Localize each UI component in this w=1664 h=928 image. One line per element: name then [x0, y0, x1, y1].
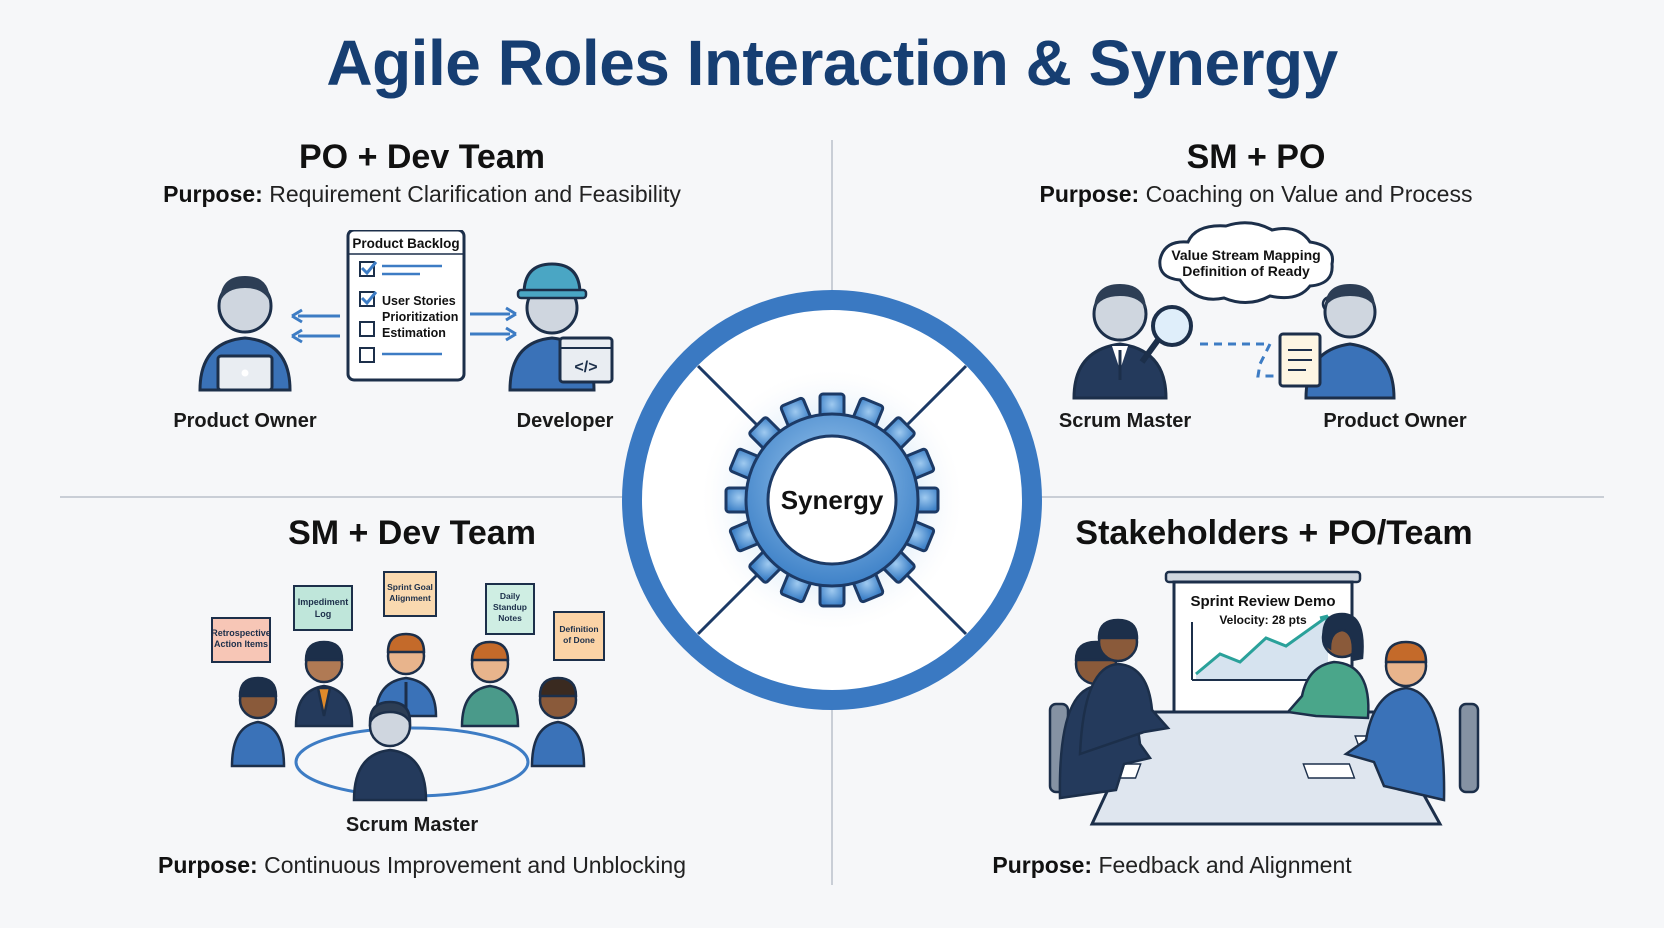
svg-text:Standup: Standup: [493, 602, 527, 612]
svg-text:Daily: Daily: [500, 591, 521, 601]
po-dev-illustration: Product Backlog User Stories Prioritizat…: [198, 230, 614, 392]
svg-text:Notes: Notes: [498, 613, 522, 623]
developer-figure: </>: [508, 262, 614, 392]
product-owner-figure: [198, 276, 292, 392]
svg-text:Definition: Definition: [559, 624, 598, 634]
screen-subtitle: Velocity: 28 pts: [1219, 613, 1307, 627]
svg-text:Retrospective: Retrospective: [211, 628, 271, 638]
po-dev-left-role: Product Owner: [173, 410, 317, 432]
sm-dev-center-role: Scrum Master: [345, 814, 479, 836]
exchange-arrows: [291, 306, 517, 344]
backlog-item-user-stories: User Stories: [382, 294, 456, 308]
svg-text:Action Items: Action Items: [214, 639, 268, 649]
presentation-screen: Sprint Review Demo Velocity: 28 pts: [1164, 570, 1362, 733]
po-dev-right-role: Developer: [516, 410, 614, 432]
team-member-right: [530, 676, 586, 768]
page-title: Agile Roles Interaction & Synergy: [326, 27, 1338, 99]
synergy-label: Synergy: [781, 485, 884, 515]
note-sprint-goal: Sprint Goal Alignment: [383, 571, 437, 617]
team-member-woman: [1285, 612, 1370, 720]
product-backlog-card: Product Backlog User Stories Prioritizat…: [346, 230, 466, 382]
team-member-4: [460, 640, 520, 728]
note-retrospective: Retrospective Action Items: [211, 617, 271, 663]
backlog-title: Product Backlog: [352, 236, 459, 251]
po-dev-purpose: Purpose: Requirement Clarification and F…: [163, 181, 681, 207]
connector-spokes: [696, 364, 968, 636]
scrum-master-figure: [1072, 284, 1193, 400]
sm-dev-purpose: Purpose: Continuous Improvement and Unbl…: [158, 852, 686, 878]
sm-po-purpose: Purpose: Coaching on Value and Process: [1039, 181, 1473, 207]
code-icon: </>: [574, 359, 597, 376]
stakeholders-illustration: Sprint Review Demo Velocity: 28 pts: [1048, 570, 1480, 826]
svg-text:Sprint Goal: Sprint Goal: [387, 582, 433, 592]
gear-icon: [724, 392, 940, 608]
thought-bubble: Value Stream Mapping Definition of Ready: [1158, 221, 1352, 322]
svg-text:of Done: of Done: [563, 635, 595, 645]
svg-text:Log: Log: [315, 609, 332, 619]
po-dev-title: PO + Dev Team: [299, 138, 545, 176]
note-definition-of-done: Definition of Done: [553, 611, 605, 661]
svg-text:Alignment: Alignment: [389, 593, 431, 603]
bubble-line-1: Value Stream Mapping: [1171, 247, 1320, 263]
dashed-arrow: [1200, 342, 1320, 378]
stakeholder-2: [1078, 618, 1171, 756]
team-member-man: [1343, 640, 1446, 802]
screen-title: Sprint Review Demo: [1190, 593, 1335, 610]
bubble-line-2: Definition of Ready: [1182, 263, 1310, 279]
stakeholders-purpose: Purpose: Feedback and Alignment: [992, 852, 1352, 878]
team-member-left: [230, 676, 286, 768]
sm-po-left-role: Scrum Master: [1058, 410, 1192, 432]
sm-po-right-role: Product Owner: [1323, 410, 1467, 432]
svg-text:Impediment: Impediment: [298, 597, 349, 607]
note-impediment: Impediment Log: [293, 585, 353, 631]
sm-po-illustration: Value Stream Mapping Definition of Ready: [1072, 221, 1396, 400]
product-owner-figure-2: [1278, 284, 1396, 400]
team-member-2: [294, 640, 354, 728]
note-standup: Daily Standup Notes: [485, 583, 535, 635]
backlog-item-prioritization: Prioritization: [382, 310, 458, 324]
stakeholders-title: Stakeholders + PO/Team: [1075, 514, 1473, 552]
sm-dev-illustration: Retrospective Action Items Impediment Lo…: [211, 571, 605, 802]
sm-po-title: SM + PO: [1186, 138, 1326, 176]
scrum-master-center: [352, 700, 428, 802]
sticky-notes: Retrospective Action Items Impediment Lo…: [211, 571, 605, 663]
sm-dev-title: SM + Dev Team: [288, 514, 536, 552]
backlog-item-estimation: Estimation: [382, 326, 446, 340]
synergy-hub: Synergy: [622, 290, 1042, 710]
